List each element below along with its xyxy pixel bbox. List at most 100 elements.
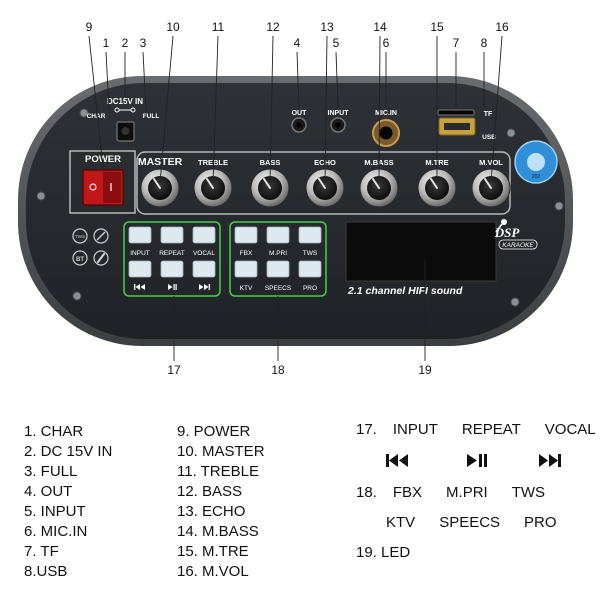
legend-transport-icons <box>384 451 584 471</box>
callout-number-7: 7 <box>453 36 460 50</box>
group-18-label-bottom-1: KTV <box>240 285 253 292</box>
callout-number-10: 10 <box>166 20 180 34</box>
legend-item-input: 5. INPUT <box>24 502 112 522</box>
legend-item-17: 17. INPUT REPEAT VOCAL <box>356 421 596 438</box>
legend-17-vocal: VOCAL <box>545 421 596 438</box>
usb-port-socket <box>444 123 470 130</box>
legend-item-dc-in: 2. DC 15V IN <box>24 442 112 462</box>
group-17-button-top-2[interactable] <box>161 227 183 243</box>
callout-number-12: 12 <box>266 20 280 34</box>
previous-track-icon <box>386 454 408 467</box>
legend-18-ktv: KTV <box>386 514 415 531</box>
play-pause-icon <box>467 454 487 467</box>
group-18-label-top-2: M.PRI <box>269 250 287 257</box>
blue-dial[interactable]: 202 <box>515 141 557 183</box>
legend-item-bass: 12. BASS <box>177 482 265 502</box>
legend-item-18: 18. FBX M.PRI TWS <box>356 484 545 501</box>
legend-18-m-pri: M.PRI <box>446 484 488 501</box>
legend-17-number: 17. <box>356 421 377 438</box>
legend-item-treble: 11. TREBLE <box>177 462 265 482</box>
legend-column-1: 1. CHAR 2. DC 15V IN 3. FULL 4. OUT 5. I… <box>24 422 112 582</box>
input-label: INPUT <box>328 110 350 117</box>
legend-17-repeat: REPEAT <box>462 421 521 438</box>
callout-number-6: 6 <box>383 36 390 50</box>
legend-item-m-tre: 15. M.TRE <box>177 542 265 562</box>
group-17-button-top-3[interactable] <box>193 227 215 243</box>
group-18-label-top-3: TWS <box>303 250 318 257</box>
sound-caption: 2.1 channel HIFI sound <box>347 285 463 297</box>
tf-label: TF <box>484 111 493 118</box>
dc-jack-pin <box>122 127 130 135</box>
group-17-button-bottom-1[interactable] <box>129 261 151 277</box>
tws-icon-label: TWS <box>75 234 85 239</box>
group-17-button-bottom-2[interactable] <box>161 261 183 277</box>
callout-number-9: 9 <box>86 20 93 34</box>
knob-label-m-vol: M.VOL <box>479 158 503 167</box>
group-17-button-top-1[interactable] <box>129 227 151 243</box>
out-jack-hole <box>297 123 302 128</box>
full-label: FULL <box>143 113 160 120</box>
callout-number-5: 5 <box>333 36 340 50</box>
callout-number-1: 1 <box>103 36 110 50</box>
knob-label-master: MASTER <box>138 156 183 168</box>
char-label: CHAR <box>87 113 106 120</box>
input-jack-hole <box>336 123 341 128</box>
legend-item-master: 10. MASTER <box>177 442 265 462</box>
callout-number-19: 19 <box>418 363 432 377</box>
callout-number-15: 15 <box>430 20 444 34</box>
legend-item-m-vol: 16. M.VOL <box>177 562 265 582</box>
group-18-button-top-2[interactable] <box>267 227 289 243</box>
callout-number-8: 8 <box>481 36 488 50</box>
power-label: POWER <box>85 154 121 165</box>
mic-in-hole <box>380 127 393 140</box>
dsp-logo: DSP <box>494 225 521 240</box>
knob-master[interactable] <box>141 169 179 207</box>
callout-number-16: 16 <box>495 20 509 34</box>
legend-item-power: 9. POWER <box>177 422 265 442</box>
group-18-button-bottom-3[interactable] <box>299 261 321 277</box>
led-display <box>346 222 496 281</box>
group-18-button-top-1[interactable] <box>235 227 257 243</box>
legend-column-2: 9. POWER 10. MASTER 11. TREBLE 12. BASS … <box>177 422 265 582</box>
legend-item-echo: 13. ECHO <box>177 502 265 522</box>
legend-item-mic-in: 6. MIC.IN <box>24 522 112 542</box>
power-switch-rocker <box>103 172 121 203</box>
group-18-label-bottom-2: SPEECS <box>265 285 292 292</box>
knob-label-treble: TREBLE <box>198 158 228 167</box>
karaoke-label: KARAOKE <box>502 242 534 249</box>
callout-number-11: 11 <box>212 20 225 34</box>
callout-number-14: 14 <box>373 20 387 34</box>
group-17-button-bottom-3[interactable] <box>193 261 215 277</box>
group-17-label-top-2: REPEAT <box>159 250 185 257</box>
next-track-icon <box>539 454 561 467</box>
legend-item-full: 3. FULL <box>24 462 112 482</box>
legend-18-pro: PRO <box>524 514 557 531</box>
legend-18-number: 18. <box>356 484 377 501</box>
legend-item-out: 4. OUT <box>24 482 112 502</box>
legend-item-usb: 8.USB <box>24 562 112 582</box>
group-17-label-top-3: VOCAL <box>193 250 215 257</box>
out-label: OUT <box>292 110 308 117</box>
callout-number-4: 4 <box>294 36 301 50</box>
legend-item-18-row-2: KTV SPEECS PRO <box>386 514 557 531</box>
group-17-label-top-1: INPUT <box>130 250 150 257</box>
legend-18-speecs: SPEECS <box>439 514 500 531</box>
callout-number-13: 13 <box>320 20 334 34</box>
legend-18-fbx: FBX <box>393 484 422 501</box>
legend-item-led: 19. LED <box>356 544 410 561</box>
group-18-button-bottom-2[interactable] <box>267 261 289 277</box>
callout-number-3: 3 <box>140 36 147 50</box>
bt-icon-label: BT <box>76 257 84 263</box>
blue-dial-label: 202 <box>532 174 541 180</box>
callout-number-18: 18 <box>271 363 285 377</box>
legend-18-tws: TWS <box>512 484 545 501</box>
group-18-button-bottom-1[interactable] <box>235 261 257 277</box>
knob-m-vol[interactable] <box>472 169 510 207</box>
legend-17-input: INPUT <box>393 421 438 438</box>
legend-item-char: 1. CHAR <box>24 422 112 442</box>
group-18-button-top-3[interactable] <box>299 227 321 243</box>
mic-in-label: MIC.IN <box>375 110 397 117</box>
callout-number-17: 17 <box>167 363 181 377</box>
legend-item-m-bass: 14. M.BASS <box>177 522 265 542</box>
tf-slot[interactable] <box>438 110 474 115</box>
